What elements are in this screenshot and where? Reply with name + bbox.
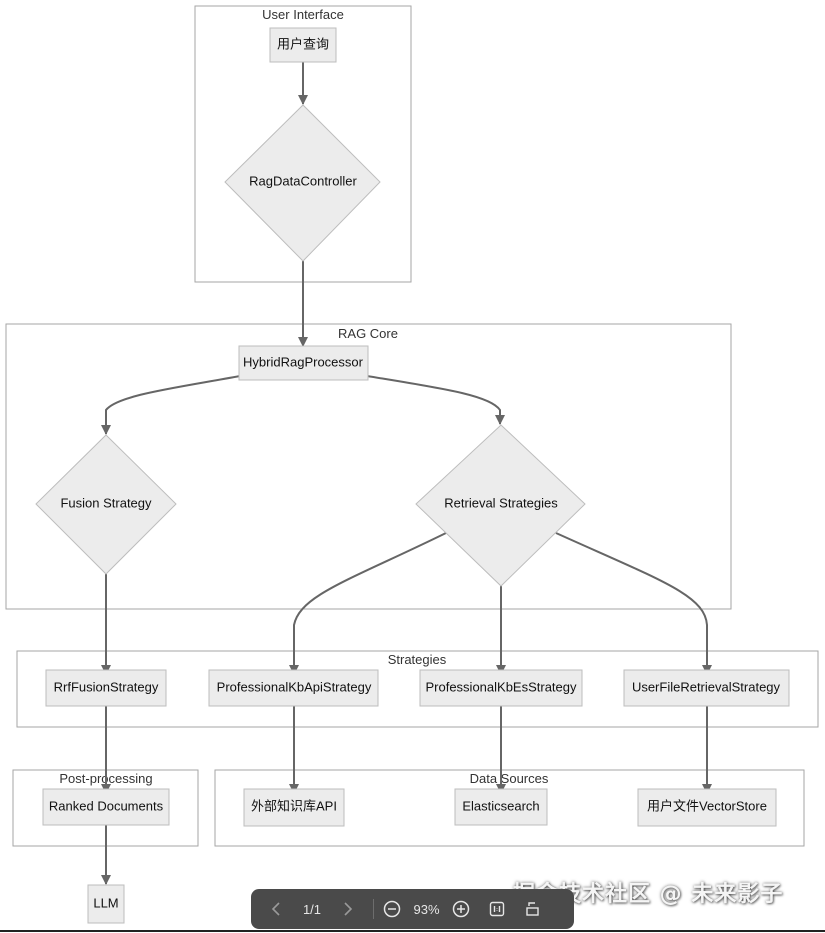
node-label-fusion-strategy: Fusion Strategy xyxy=(60,495,152,510)
node-llm[interactable]: LLM xyxy=(87,884,125,924)
node-professional-kb-api-strategy[interactable]: ProfessionalKbApiStrategy xyxy=(208,669,379,707)
bottom-border xyxy=(0,930,825,932)
edge-retrieval-to-kbapi xyxy=(289,532,447,675)
toolbar-divider xyxy=(373,899,374,919)
rotate-icon[interactable] xyxy=(515,889,551,929)
node-label-elasticsearch: Elasticsearch xyxy=(462,798,539,813)
chevron-right-icon[interactable] xyxy=(323,889,373,929)
zoom-out-icon[interactable] xyxy=(374,889,410,929)
edges xyxy=(101,62,712,885)
node-label-professional-kb-api-strategy: ProfessionalKbApiStrategy xyxy=(217,679,372,694)
node-label-rag-data-controller: RagDataController xyxy=(249,173,357,188)
node-rrf-fusion-strategy[interactable]: RrfFusionStrategy xyxy=(45,669,167,707)
node-fusion-strategy[interactable]: Fusion Strategy xyxy=(35,434,177,575)
edge-retrieval-to-userfile xyxy=(555,532,712,675)
node-label-external-kb-api: 外部知识库API xyxy=(251,798,337,813)
node-label-ranked-documents: Ranked Documents xyxy=(49,798,164,813)
node-label-professional-kb-es-strategy: ProfessionalKbEsStrategy xyxy=(425,679,577,694)
node-label-llm: LLM xyxy=(93,895,118,910)
node-label-rrf-fusion-strategy: RrfFusionStrategy xyxy=(54,679,159,694)
node-rag-data-controller[interactable]: RagDataController xyxy=(224,104,381,262)
node-user-file-vector-store[interactable]: 用户文件VectorStore xyxy=(637,788,777,827)
group-label-strategies: Strategies xyxy=(388,652,447,667)
node-user-file-retrieval-strategy[interactable]: UserFileRetrievalStrategy xyxy=(623,669,790,707)
group-label-user-interface: User Interface xyxy=(262,7,344,22)
zoom-in-icon[interactable] xyxy=(443,889,479,929)
group-label-data-sources: Data Sources xyxy=(470,771,549,786)
node-external-kb-api[interactable]: 外部知识库API xyxy=(243,788,345,827)
zoom-level: 93% xyxy=(413,901,440,917)
node-label-hybrid-rag-processor: HybridRagProcessor xyxy=(243,354,364,369)
node-label-retrieval-strategies: Retrieval Strategies xyxy=(444,495,558,510)
node-label-user-query: 用户查询 xyxy=(277,36,329,51)
node-user-query[interactable]: 用户查询 xyxy=(269,27,337,63)
node-professional-kb-es-strategy[interactable]: ProfessionalKbEsStrategy xyxy=(419,669,583,707)
edge-processor-to-fusion xyxy=(101,375,241,435)
edge-processor-to-retrieval xyxy=(366,375,505,425)
chevron-left-icon[interactable] xyxy=(251,889,301,929)
viewer-toolbar: 1/1 93% xyxy=(251,889,574,929)
node-label-user-file-vector-store: 用户文件VectorStore xyxy=(647,798,767,813)
group-label-rag-core: RAG Core xyxy=(338,326,398,341)
node-label-user-file-retrieval-strategy: UserFileRetrievalStrategy xyxy=(632,679,781,694)
node-ranked-documents[interactable]: Ranked Documents xyxy=(42,788,170,826)
fit-page-icon[interactable] xyxy=(479,889,515,929)
node-elasticsearch[interactable]: Elasticsearch xyxy=(454,788,548,826)
page-indicator: 1/1 xyxy=(302,901,322,917)
node-retrieval-strategies[interactable]: Retrieval Strategies xyxy=(415,424,586,587)
node-hybrid-rag-processor[interactable]: HybridRagProcessor xyxy=(238,345,369,381)
